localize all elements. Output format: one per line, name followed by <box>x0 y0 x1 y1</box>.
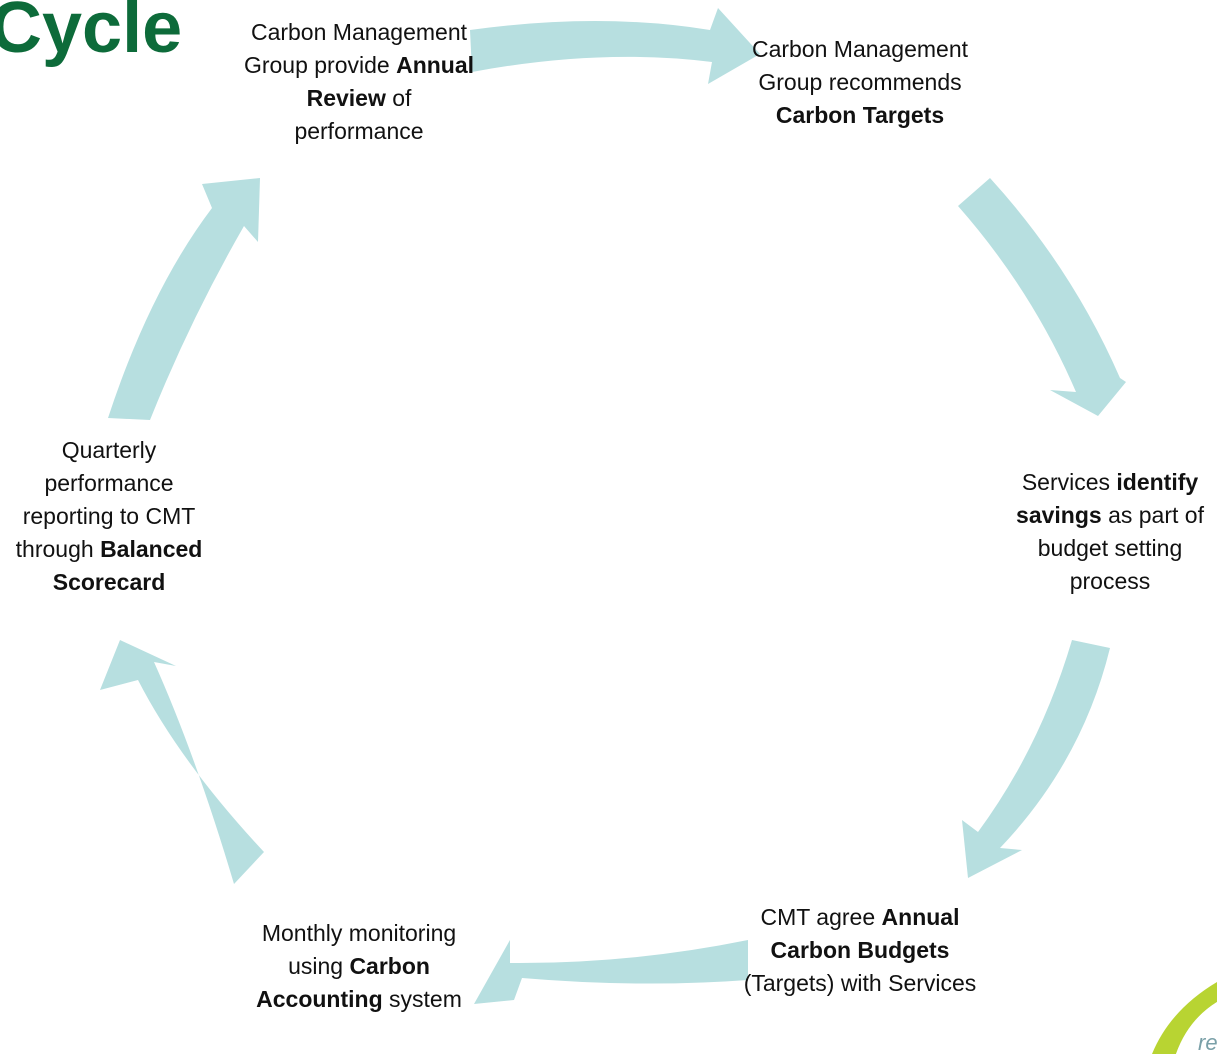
arrow-6-to-1 <box>108 178 260 420</box>
logo-text: re <box>1198 1030 1217 1055</box>
arrow-2-to-3 <box>958 178 1126 416</box>
step-label-text: Quarterly performance reporting to CMT t… <box>15 437 196 562</box>
step-label-text: as part of budget setting process <box>1037 502 1204 594</box>
diagram-title: Cycle <box>0 0 183 68</box>
step-label-text: Carbon Management Group recommends <box>751 36 969 95</box>
step-label-text: Monthly monitoring using <box>261 920 457 979</box>
step-balanced-scorecard: Quarterly performance reporting to CMT t… <box>0 434 218 599</box>
step-label-text: of performance <box>294 85 424 144</box>
step-label-emphasis: Carbon Accounting <box>256 953 430 1012</box>
arrow-5-to-6 <box>100 640 264 884</box>
step-label-text: CMT agree <box>760 904 882 930</box>
arrow-3-to-4 <box>962 640 1110 878</box>
step-label-emphasis: Carbon Targets <box>775 102 945 128</box>
step-annual-review: Carbon Management Group provide Annual R… <box>239 16 479 148</box>
step-label-text: Services <box>1021 469 1117 495</box>
step-label-text: (Targets) with Services <box>743 970 977 996</box>
step-carbon-targets: Carbon Management Group recommends Carbo… <box>730 33 990 132</box>
step-label-text: system <box>382 986 462 1012</box>
step-label-emphasis: Annual Carbon Budgets <box>770 904 960 963</box>
step-label-text: Carbon Management Group provide <box>243 19 468 78</box>
step-carbon-accounting: Monthly monitoring using Carbon Accounti… <box>239 917 479 1016</box>
arrow-4-to-5 <box>474 940 748 1004</box>
step-label-emphasis: identify savings <box>1016 469 1199 528</box>
logo-swoosh <box>1152 982 1217 1054</box>
step-label-emphasis: Balanced Scorecard <box>52 536 203 595</box>
step-identify-savings: Services identify savings as part of bud… <box>1003 466 1217 598</box>
arrow-1-to-2 <box>470 8 760 84</box>
step-label-emphasis: Annual Review <box>306 52 475 111</box>
step-annual-carbon-budgets: CMT agree Annual Carbon Budgets (Targets… <box>730 901 990 1000</box>
